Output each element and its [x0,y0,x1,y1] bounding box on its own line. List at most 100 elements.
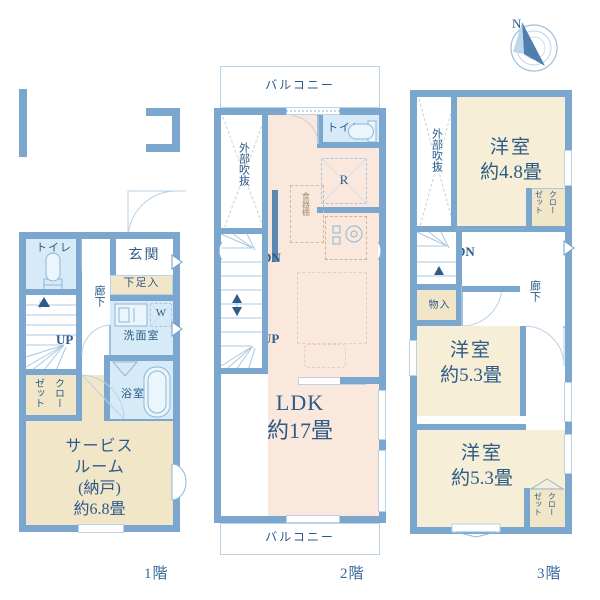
f2-void-wall-right [262,115,268,234]
f3-void-wall-right [451,97,457,232]
f3-window-right-3 [564,434,572,474]
f1-service-room-label-1: サービス [65,438,134,455]
f3-closet-1-label-1: クロー [548,190,558,214]
f2-kitchen-stove [325,216,367,260]
f3-corridor-label: 廊下 [528,280,541,302]
f1-closet-label-2: ゼット [32,378,44,408]
f1-stairs-up-label: UP [56,332,74,347]
f1-closet-wall-bottom [26,415,82,421]
f2-void-wall-bottom [221,228,268,234]
f3-room2-wall-bottom [410,424,526,430]
f1-toilet-wall-right [76,239,82,295]
f2-refrigerator-label: R [339,172,349,187]
f1-closet [26,375,82,421]
f3-storage-label: 物入 [428,300,451,311]
f1-bathroom-wall-left [104,355,110,425]
f3-western-room-3-label-2: 約5.3畳 [451,468,513,489]
f3-western-room-1-label-1: 洋室 [489,137,532,158]
f3-window-right-1 [564,150,572,186]
f3-closet-2 [529,488,565,527]
f1-closet-wall-right [76,375,82,421]
f2-balcony-north [220,66,380,108]
floor-3-label: 3階 [537,566,562,582]
f1-toilet-label: トイレ [36,242,72,254]
f2-kitchen-wall-2 [340,377,380,384]
f2-toilet-wall-left [317,115,323,148]
f2-refrigerator [321,158,367,204]
f3-closet2-wall-left [524,488,530,527]
f3-stair-wall-right [456,232,462,290]
f1-service-window-bottom [78,524,124,533]
f3-wall-left [410,90,417,534]
f1-service-entry [82,375,104,421]
f1-shoe-cabinet [110,275,173,295]
f2-cupboard-label: 食器棚 [301,192,311,216]
f2-window-bottom [286,515,340,523]
f2-ldk-label-2: 約17畳 [266,418,333,443]
f1-service-room-label-3: (納戸) [78,480,121,497]
f2-kitchen-sink [304,344,346,368]
f1-stair-wall-bottom [26,369,82,375]
f3-exterior-void-label: 外部吹抜 [430,128,443,172]
porch-wall-right-side [172,108,180,152]
f3-corridor [520,232,565,326]
f2-balcony-north-label: バルコニー [265,78,335,92]
f2-balcony-south [220,523,380,555]
f2-cupboard-area [290,185,324,243]
f1-service-room-label-4: 約6.8畳 [73,501,126,518]
f2-stair-wall-bottom [221,368,268,374]
f2-ldk [268,115,379,516]
porch-wall-left [19,89,27,157]
porch-wall-right-bottom [146,144,180,152]
floor-2-plan: バルコニー バルコニー 外部吹抜 トイレ [200,0,400,600]
floor-2-label: 2階 [340,566,365,582]
f2-toilet-wall-bottom [317,142,379,148]
f1-bathroom-label: 浴室 [121,388,145,400]
f1-toilet-wall-bottom [26,289,82,295]
f2-exterior-void-label: 外部吹抜 [237,142,250,186]
f3-closet-2-label-2: ゼット [533,492,543,516]
f2-wall-left [214,108,221,523]
floor-1-label: 1階 [144,566,169,582]
f3-void-wall-bottom [417,226,457,232]
f3-western-room-1-label-2: 約4.8畳 [480,162,542,183]
f3-window-right-2 [564,382,572,422]
f3-storage-wall-right [456,290,462,326]
porch-wall-right-top [146,108,180,116]
f2-cupboard-block [272,190,278,262]
f3-closet-2-label-1: クロー [547,492,557,516]
f2-balcony-south-label: バルコニー [265,530,335,544]
f3-closet-1-label-2: ゼット [534,190,544,214]
f2-kitchen-counter [297,272,367,344]
f1-service-room-label-2: ルーム [74,459,125,476]
f1-service-room [26,421,173,525]
f1-washroom-label: 洗面室 [123,330,160,342]
f3-stair-area [417,232,462,290]
f2-ldk-label-1: LDK [275,390,325,415]
f2-window-right-2 [378,390,386,440]
f2-window-right-3 [378,450,386,512]
floor-3-plan: 外部吹抜 洋室 約4.8畳 クロー ゼット DN 物入 廊下 [400,0,600,600]
f1-closet-label-1: クロー [52,378,64,408]
f3-western-room-2 [417,326,525,416]
f3-stair-wall-bottom [417,284,462,290]
f3-western-room-2-label-2: 約5.3畳 [440,365,502,386]
f1-wall-right [173,232,180,532]
f1-shoe-cabinet-label: 下足入 [123,277,160,289]
f1-wall-top [19,232,180,239]
f1-entrance-wall-left [110,239,116,304]
floor-1-plan: トイレ 玄関 下足入 廊下 洗面室 [0,0,200,600]
f3-wall-right [565,90,572,534]
f3-wall-top [410,90,572,97]
f1-washroom-wall-bottom [110,355,173,361]
compass-label: N [512,16,522,31]
f3-mid-wall-top [462,286,520,292]
f3-western-room-3-label-1: 洋室 [460,443,503,464]
f1-corridor-label: 廊下 [93,285,105,307]
f2-wall-right [379,108,386,523]
north-arrow: N [500,14,564,78]
f3-room1-wall-bottom [451,226,565,232]
f3-closet1-top-line [531,188,565,189]
washer-space [150,303,172,327]
f1-entrance-label: 玄関 [128,248,161,263]
